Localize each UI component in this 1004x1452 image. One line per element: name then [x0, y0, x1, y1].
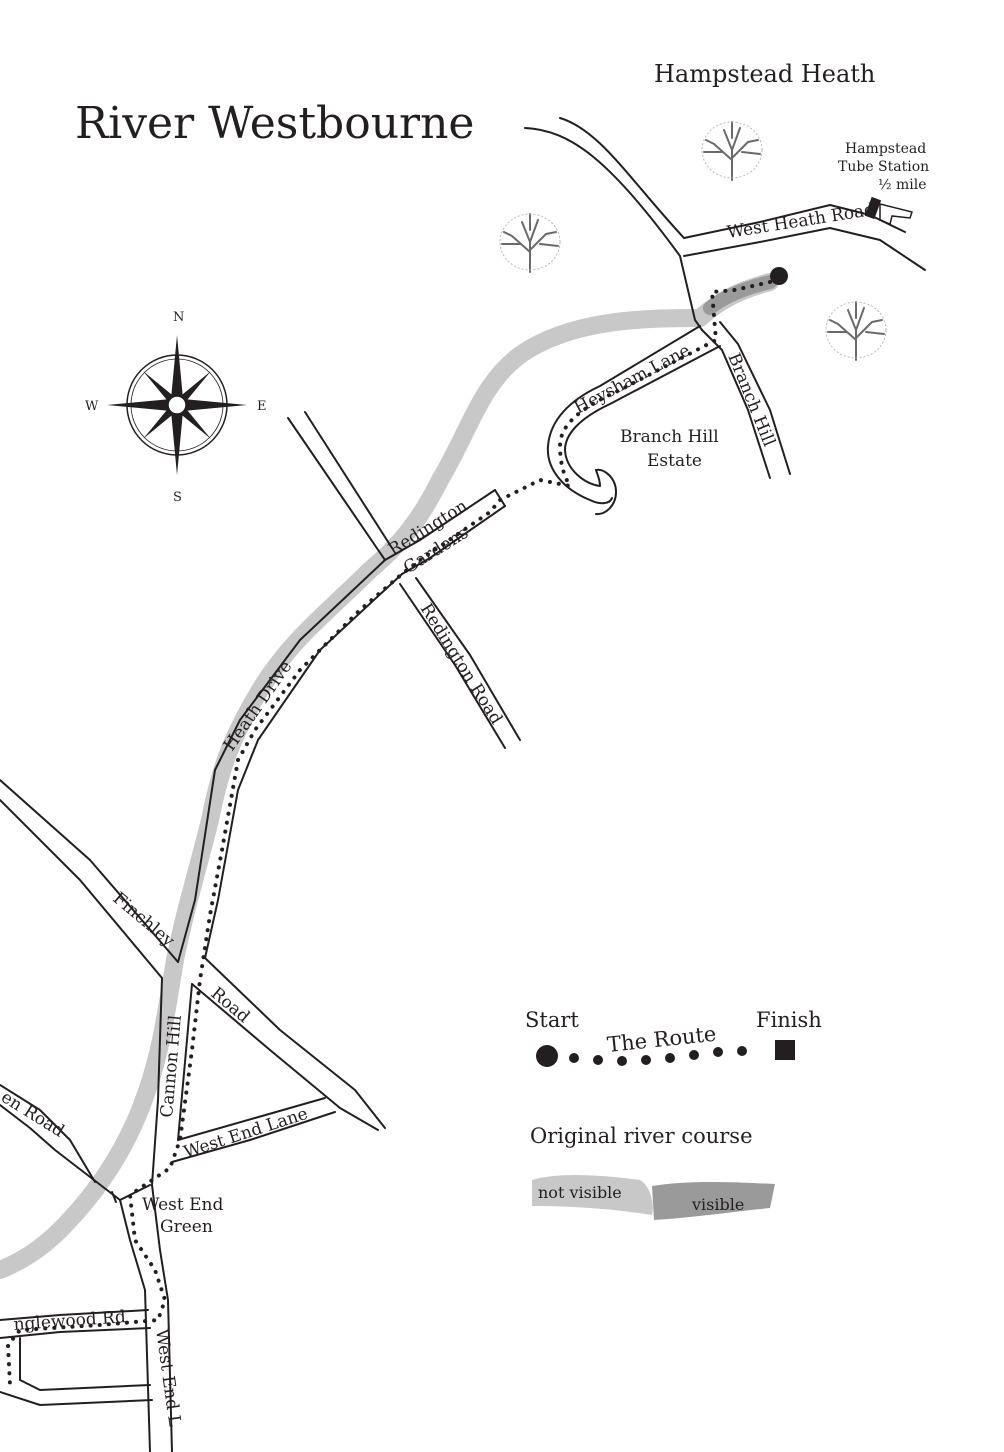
road-top-left-edge	[524, 127, 703, 331]
branch-hill-left-edge	[701, 329, 771, 479]
roads	[0, 117, 926, 1452]
river-course-not-visible	[0, 273, 779, 1279]
tree-icon	[701, 121, 763, 181]
crossing-road-left-edge	[287, 417, 386, 561]
left-road-upper-edge	[0, 1084, 96, 1183]
legend-route-dot	[737, 1046, 747, 1056]
legend-route-dot	[617, 1056, 627, 1066]
road-label-heysham-lane: Heysham Lane	[571, 341, 694, 419]
legend-finish-marker	[775, 1040, 795, 1060]
legend-route-dot	[713, 1047, 723, 1057]
west-end-lane-upper-edge	[177, 1097, 326, 1141]
redington-gardens-lower-edge	[401, 505, 506, 575]
legend-original-river-course: Original river course	[530, 1124, 753, 1148]
legend-start-marker	[536, 1045, 558, 1067]
road-label-inglewood-rd: nglewood Rd	[13, 1307, 127, 1335]
west-heath-road-lower-edge	[683, 227, 926, 271]
trees	[499, 121, 887, 361]
branch-hill-right-edge	[719, 321, 791, 475]
walking-route	[6, 267, 788, 1387]
cannon-hill-left-edge	[151, 977, 163, 1186]
road-label-west-end-l: West End L	[151, 1328, 184, 1428]
west-end-lane-south-left-edge	[119, 1199, 151, 1452]
legend-visible-label: visible	[691, 1195, 744, 1214]
finchley-road-lower-edge	[0, 799, 163, 979]
pointing-hand-icon	[864, 196, 913, 226]
road-label-redington-road: Redington Road	[416, 600, 506, 728]
legend-start-label: Start	[525, 1008, 579, 1032]
small-mark	[111, 1191, 117, 1203]
tree-icon	[499, 213, 561, 273]
inglewood-road-lower-edge	[0, 1327, 151, 1339]
legend-swatch-not-visible	[532, 1175, 653, 1215]
tube-note-line3: ½ mile	[878, 177, 927, 193]
tube-note-line1: Hampstead	[845, 141, 926, 157]
road-label-finchley: Finchley	[109, 889, 179, 952]
legend-route-label: The Route	[606, 1022, 717, 1057]
branch-hill-estate-loop	[595, 468, 617, 516]
compass-south: S	[173, 490, 182, 505]
legend: Start Finish The Route Original river co…	[525, 1008, 822, 1220]
heath-drive-left-edge	[177, 559, 386, 963]
map-title: River Westbourne	[75, 98, 474, 149]
compass-north: N	[173, 310, 184, 325]
finchley-road-south-upper	[204, 957, 386, 1129]
region-label: Hampstead Heath	[654, 60, 875, 88]
route-start-marker	[770, 267, 788, 285]
west-end-lane-south-right-edge	[151, 1184, 173, 1452]
road-label-west-heath-road: West Heath Road	[726, 200, 877, 243]
redington-road-right-edge	[415, 577, 521, 741]
legend-route-dot	[689, 1050, 699, 1060]
redington-gardens-upper-edge	[384, 489, 496, 561]
finchley-road-upper-edge	[0, 779, 179, 963]
compass-rose: N S E W	[85, 310, 267, 505]
route-dots	[6, 280, 772, 1387]
cannon-hill-right-edge	[177, 983, 193, 1141]
legend-route-dot	[569, 1053, 579, 1063]
legend-swatch-visible	[652, 1182, 775, 1220]
bottom-left-road-lower-edge	[0, 1391, 153, 1406]
legend-finish-label: Finish	[756, 1008, 822, 1032]
legend-route-dot	[641, 1055, 651, 1065]
legend-route-dot	[665, 1053, 675, 1063]
place-label-west-end-green-1: West End	[142, 1195, 223, 1215]
finchley-road-south-lower	[191, 983, 379, 1131]
place-label-branch-hill-estate-1: Branch Hill	[620, 427, 719, 447]
place-label-west-end-green-2: Green	[160, 1217, 213, 1237]
bottom-left-road-upper-edge	[19, 1337, 151, 1391]
legend-not-visible-label: not visible	[538, 1183, 622, 1202]
road-label-branch-hill: Branch Hill	[723, 350, 779, 449]
inglewood-road-upper-edge	[0, 1309, 149, 1321]
compass-east: E	[257, 399, 267, 414]
crossing-road-right-edge	[304, 411, 393, 549]
tube-note-line2: Tube Station	[838, 159, 929, 175]
road-top-right-edge	[559, 117, 685, 239]
heysham-lane-upper-edge	[546, 325, 701, 505]
place-label-branch-hill-estate-2: Estate	[647, 451, 702, 471]
heysham-lane-lower-edge	[564, 345, 721, 487]
road-label-en-road: en Road	[0, 1087, 68, 1141]
road-label-road: Road	[207, 984, 254, 1028]
compass-west: W	[85, 399, 99, 414]
redington-road-left-edge	[399, 583, 506, 749]
legend-route-dot	[593, 1055, 603, 1065]
west-end-lane-lower-edge	[171, 1111, 336, 1163]
tree-icon	[825, 301, 887, 361]
